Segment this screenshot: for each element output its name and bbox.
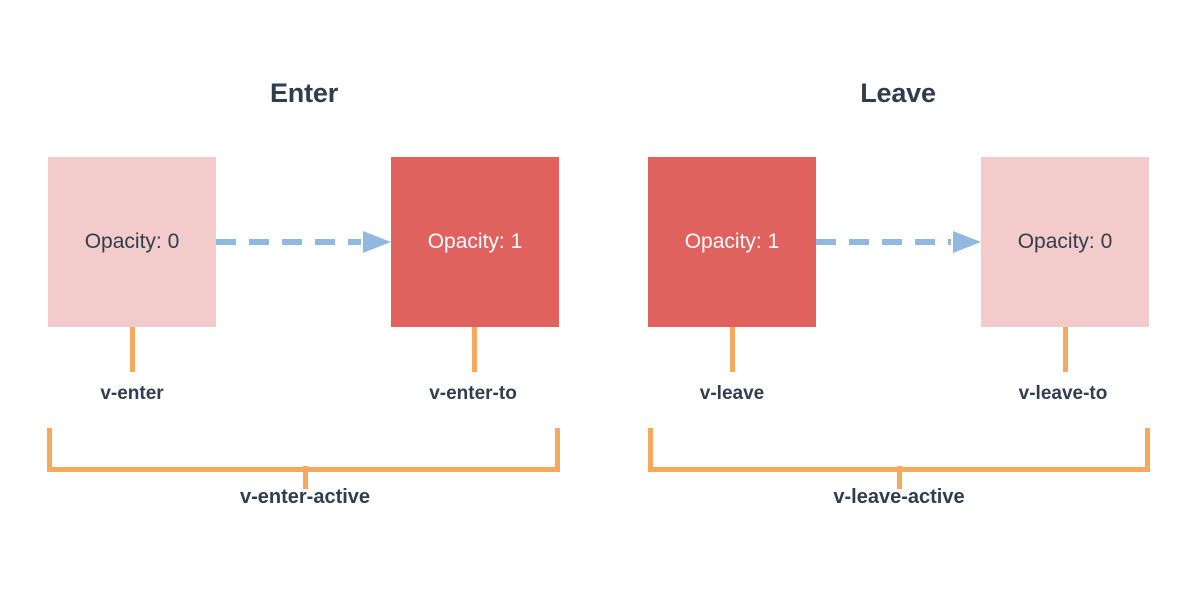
arrow-dashed-line-leave	[816, 239, 951, 245]
state-box-v-enter-to: Opacity: 1	[391, 157, 559, 327]
connector-stub-v-leave-to	[1063, 327, 1068, 372]
state-box-v-leave-to: Opacity: 0	[981, 157, 1149, 327]
bracket-tick-left-enter	[47, 428, 52, 472]
connector-stub-v-enter	[130, 327, 135, 372]
state-box-v-leave: Opacity: 1	[648, 157, 816, 327]
class-label-v-enter: v-enter	[100, 383, 164, 404]
bracket-stem-enter	[303, 466, 308, 489]
state-box-value-v-enter: Opacity: 0	[84, 230, 180, 253]
arrow-dashed-line-enter	[216, 239, 361, 245]
class-label-v-enter-to: v-enter-to	[429, 383, 517, 404]
class-label-v-leave-active: v-leave-active	[833, 486, 965, 508]
state-box-value-v-leave-to: Opacity: 0	[1017, 230, 1113, 253]
bracket-stem-leave	[897, 466, 902, 489]
connector-stub-v-leave	[730, 327, 735, 372]
arrow-head-icon-enter	[363, 231, 391, 253]
class-label-v-enter-active: v-enter-active	[239, 486, 371, 508]
bracket-tick-left-leave	[648, 428, 653, 472]
class-label-v-leave: v-leave	[699, 383, 765, 404]
class-label-v-leave-to: v-leave-to	[1018, 383, 1108, 404]
bracket-tick-right-leave	[1145, 428, 1150, 472]
connector-stub-v-enter-to	[472, 327, 477, 372]
state-box-value-v-enter-to: Opacity: 1	[427, 230, 523, 253]
state-box-value-v-leave: Opacity: 1	[684, 230, 780, 253]
bracket-tick-right-enter	[555, 428, 560, 472]
panel-title-enter: Enter	[269, 78, 339, 108]
transition-arrow-leave	[816, 231, 981, 253]
panel-title-leave: Leave	[860, 78, 936, 108]
state-box-v-enter: Opacity: 0	[48, 157, 216, 327]
arrow-head-icon-leave	[953, 231, 981, 253]
transition-arrow-enter	[216, 231, 391, 253]
